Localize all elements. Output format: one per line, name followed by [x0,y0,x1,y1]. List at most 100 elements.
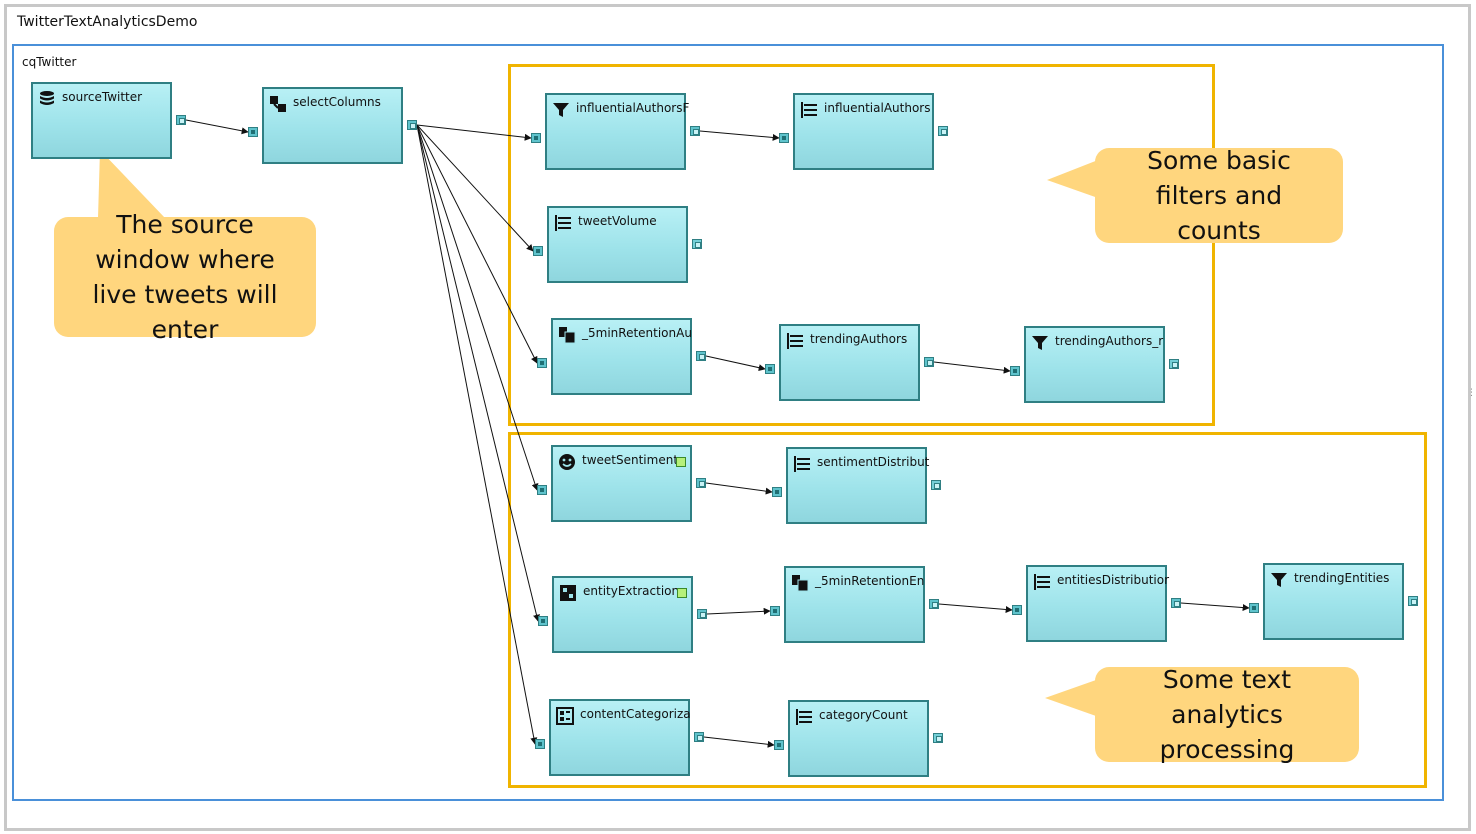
output-port[interactable] [924,357,934,367]
output-port[interactable] [690,126,700,136]
status-indicator-icon [676,457,686,467]
node-sourcetwitter[interactable]: sourceTwitter [31,82,172,159]
input-port[interactable] [770,606,780,616]
output-port[interactable] [929,599,939,609]
aggregate-icon [795,708,813,726]
node-entityextraction[interactable]: entityExtraction [552,576,693,653]
aggregate-icon [793,455,811,473]
node-label: _5minRetentionAu [582,326,692,340]
output-port[interactable] [692,239,702,249]
filter-icon [1270,571,1288,589]
node-5minretentionen[interactable]: _5minRetentionEn [784,566,925,643]
edge-selectcolumns-to-contentcategoriza [416,124,538,745]
input-port[interactable] [535,739,545,749]
compute-icon [269,95,287,113]
filter-icon [1031,334,1049,352]
copy-icon [791,574,809,592]
input-port[interactable] [1249,603,1259,613]
node-tweetvolume[interactable]: tweetVolume [547,206,688,283]
edge-trendingauthors-to-trendingauthors_r [933,361,1011,374]
output-port[interactable] [696,478,706,488]
node-label: influentialAuthorsF [576,101,690,115]
edge-selectcolumns-to-tweetsentiment [416,124,539,491]
node-label: _5minRetentionEn [815,574,925,588]
input-port[interactable] [248,127,258,137]
input-port[interactable] [765,364,775,374]
callout-source-tail [98,150,165,218]
continuous-query-container[interactable] [12,44,1444,801]
edge-selectcolumns-to-5minretentionau [416,124,538,364]
output-port[interactable] [931,480,941,490]
node-label: entitiesDistributior [1057,573,1170,587]
category-icon [556,707,574,725]
input-port[interactable] [533,246,543,256]
node-tweetsentiment[interactable]: tweetSentiment [551,445,692,522]
node-trendingauthors_r[interactable]: trendingAuthors_r [1024,326,1165,403]
input-port[interactable] [774,740,784,750]
input-port[interactable] [772,487,782,497]
output-port[interactable] [1169,359,1179,369]
edge-entityextraction-to-5minretentionen [706,607,771,615]
input-port[interactable] [538,616,548,626]
output-port[interactable] [938,126,948,136]
aggregate-icon [554,214,572,232]
input-port[interactable] [1010,366,1020,376]
status-indicator-icon [677,588,687,598]
aggregate-icon [786,332,804,350]
edge-selectcolumns-to-tweetvolume [416,124,534,252]
continuous-query-title: cqTwitter [22,55,77,69]
input-port[interactable] [1012,605,1022,615]
output-port[interactable] [407,120,417,130]
output-port[interactable] [1408,596,1418,606]
node-5minretentionau[interactable]: _5minRetentionAu [551,318,692,395]
node-label: sentimentDistribut [817,455,930,469]
callout-filters-tail [1047,160,1098,198]
edge-5minretentionau-to-trendingauthors [705,355,766,372]
edge-5minretentionen-to-entitiesdistributior [938,603,1013,613]
edge-sourcetwitter-to-selectcolumns [185,119,249,135]
node-influentialauthorsf[interactable]: influentialAuthorsF [545,93,690,170]
node-trendingentities[interactable]: trendingEntities [1263,563,1404,640]
entity-icon [559,584,577,602]
node-label: tweetVolume [578,214,657,228]
edge-tweetsentiment-to-sentimentdistribut [705,482,773,495]
output-port[interactable] [933,733,943,743]
node-label: trendingAuthors [810,332,908,346]
input-port[interactable] [531,133,541,143]
output-port[interactable] [697,609,707,619]
callout-source: The source window where live tweets will… [54,210,316,344]
input-port[interactable] [537,358,547,368]
output-port[interactable] [176,115,186,125]
edge-contentcategoriza-to-categorycount [703,736,775,748]
node-entitiesdistributior[interactable]: entitiesDistributior [1026,565,1170,642]
resize-handle-icon[interactable]: ⋮ [1467,388,1476,398]
window-title: TwitterTextAnalyticsDemo [17,14,198,30]
node-label: selectColumns [293,95,381,109]
output-port[interactable] [1171,598,1181,608]
input-port[interactable] [779,133,789,143]
node-sentimentdistribut[interactable]: sentimentDistribut [786,447,930,524]
copy-icon [558,326,576,344]
node-label: tweetSentiment [582,453,679,467]
node-label: categoryCount [819,708,908,722]
aggregate-icon [1033,573,1051,591]
edge-entitiesdistributior-to-trendingentities [1180,602,1250,612]
node-label: contentCategoriza [580,707,691,721]
node-label: trendingAuthors_r [1055,334,1164,348]
input-port[interactable] [537,485,547,495]
output-port[interactable] [696,351,706,361]
node-selectcolumns[interactable]: selectColumns [262,87,403,164]
output-port[interactable] [694,732,704,742]
node-trendingauthors[interactable]: trendingAuthors [779,324,920,401]
group-basic-filters [508,64,1215,426]
node-contentcategoriza[interactable]: contentCategoriza [549,699,691,776]
node-categorycount[interactable]: categoryCount [788,700,929,777]
edge-influentialauthorsf-to-influentialauthors [699,130,780,141]
node-label: trendingEntities [1294,571,1390,585]
smiley-icon [558,453,576,471]
database-icon [38,90,56,108]
node-influentialauthors[interactable]: influentialAuthors [793,93,934,170]
callout-text-tail [1045,680,1096,716]
node-label: entityExtraction [583,584,680,598]
edge-selectcolumns-to-influentialauthorsf [416,124,532,141]
